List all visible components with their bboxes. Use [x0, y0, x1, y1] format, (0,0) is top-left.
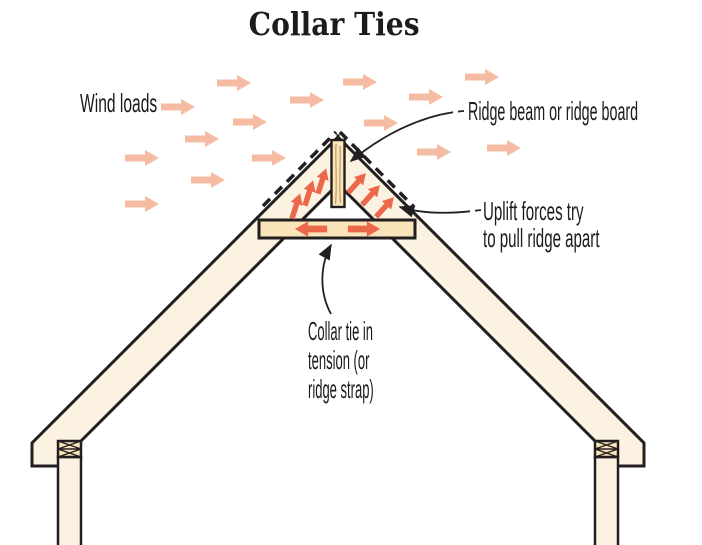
rafter-left	[30, 133, 340, 468]
wind-arrow-icon	[417, 144, 451, 160]
leader-collar-tie	[318, 243, 332, 315]
sheathing-dashed-line-left	[261, 130, 338, 208]
wind-arrow-icon	[465, 69, 499, 85]
collar-tie-label-line2: tension (or	[308, 345, 370, 375]
rafter-right	[336, 133, 646, 468]
wind-arrow-icon	[364, 115, 398, 131]
wind-arrow-icon	[125, 150, 159, 166]
wall-right	[593, 455, 620, 545]
wind-arrow-icon	[161, 99, 195, 115]
wind-arrow-icon	[487, 140, 521, 156]
wind-arrow-icon	[125, 196, 159, 212]
uplift-forces-label-line1: Uplift forces try	[483, 196, 584, 226]
wind-loads-label: Wind loads	[80, 88, 158, 118]
uplift-forces-label-line2: to pull ridge apart	[483, 223, 600, 253]
collar-tie-label: Collar tie in tension (or ridge strap)	[308, 317, 374, 404]
collar-tie-label-line1: Collar tie in	[308, 316, 374, 346]
top-plate-left	[56, 439, 83, 459]
wind-arrow-icon	[185, 131, 219, 147]
sheathing-dashed-line-right	[338, 130, 415, 208]
wall-left	[56, 455, 83, 545]
ridge-board	[330, 138, 346, 209]
wind-arrow-icon	[217, 75, 251, 91]
diagram-title: Collar Ties	[248, 5, 420, 43]
uplift-forces-label: Uplift forces try to pull ridge apart	[483, 198, 600, 252]
ridge-beam-label: Ridge beam or ridge board	[468, 96, 639, 126]
wind-arrow-icon	[290, 92, 324, 108]
collar-tie-label-line3: ridge strap)	[308, 374, 374, 404]
leader-uplift	[398, 205, 482, 218]
leader-ridge-beam	[349, 110, 465, 163]
top-plate-right	[593, 439, 620, 459]
collar-tie	[257, 218, 417, 240]
wind-arrow-icon	[233, 114, 267, 130]
wind-arrow-icon	[191, 172, 225, 188]
wind-arrow-icon	[409, 89, 443, 105]
wind-arrow-icon	[343, 74, 377, 90]
wind-arrow-icon	[252, 150, 286, 166]
